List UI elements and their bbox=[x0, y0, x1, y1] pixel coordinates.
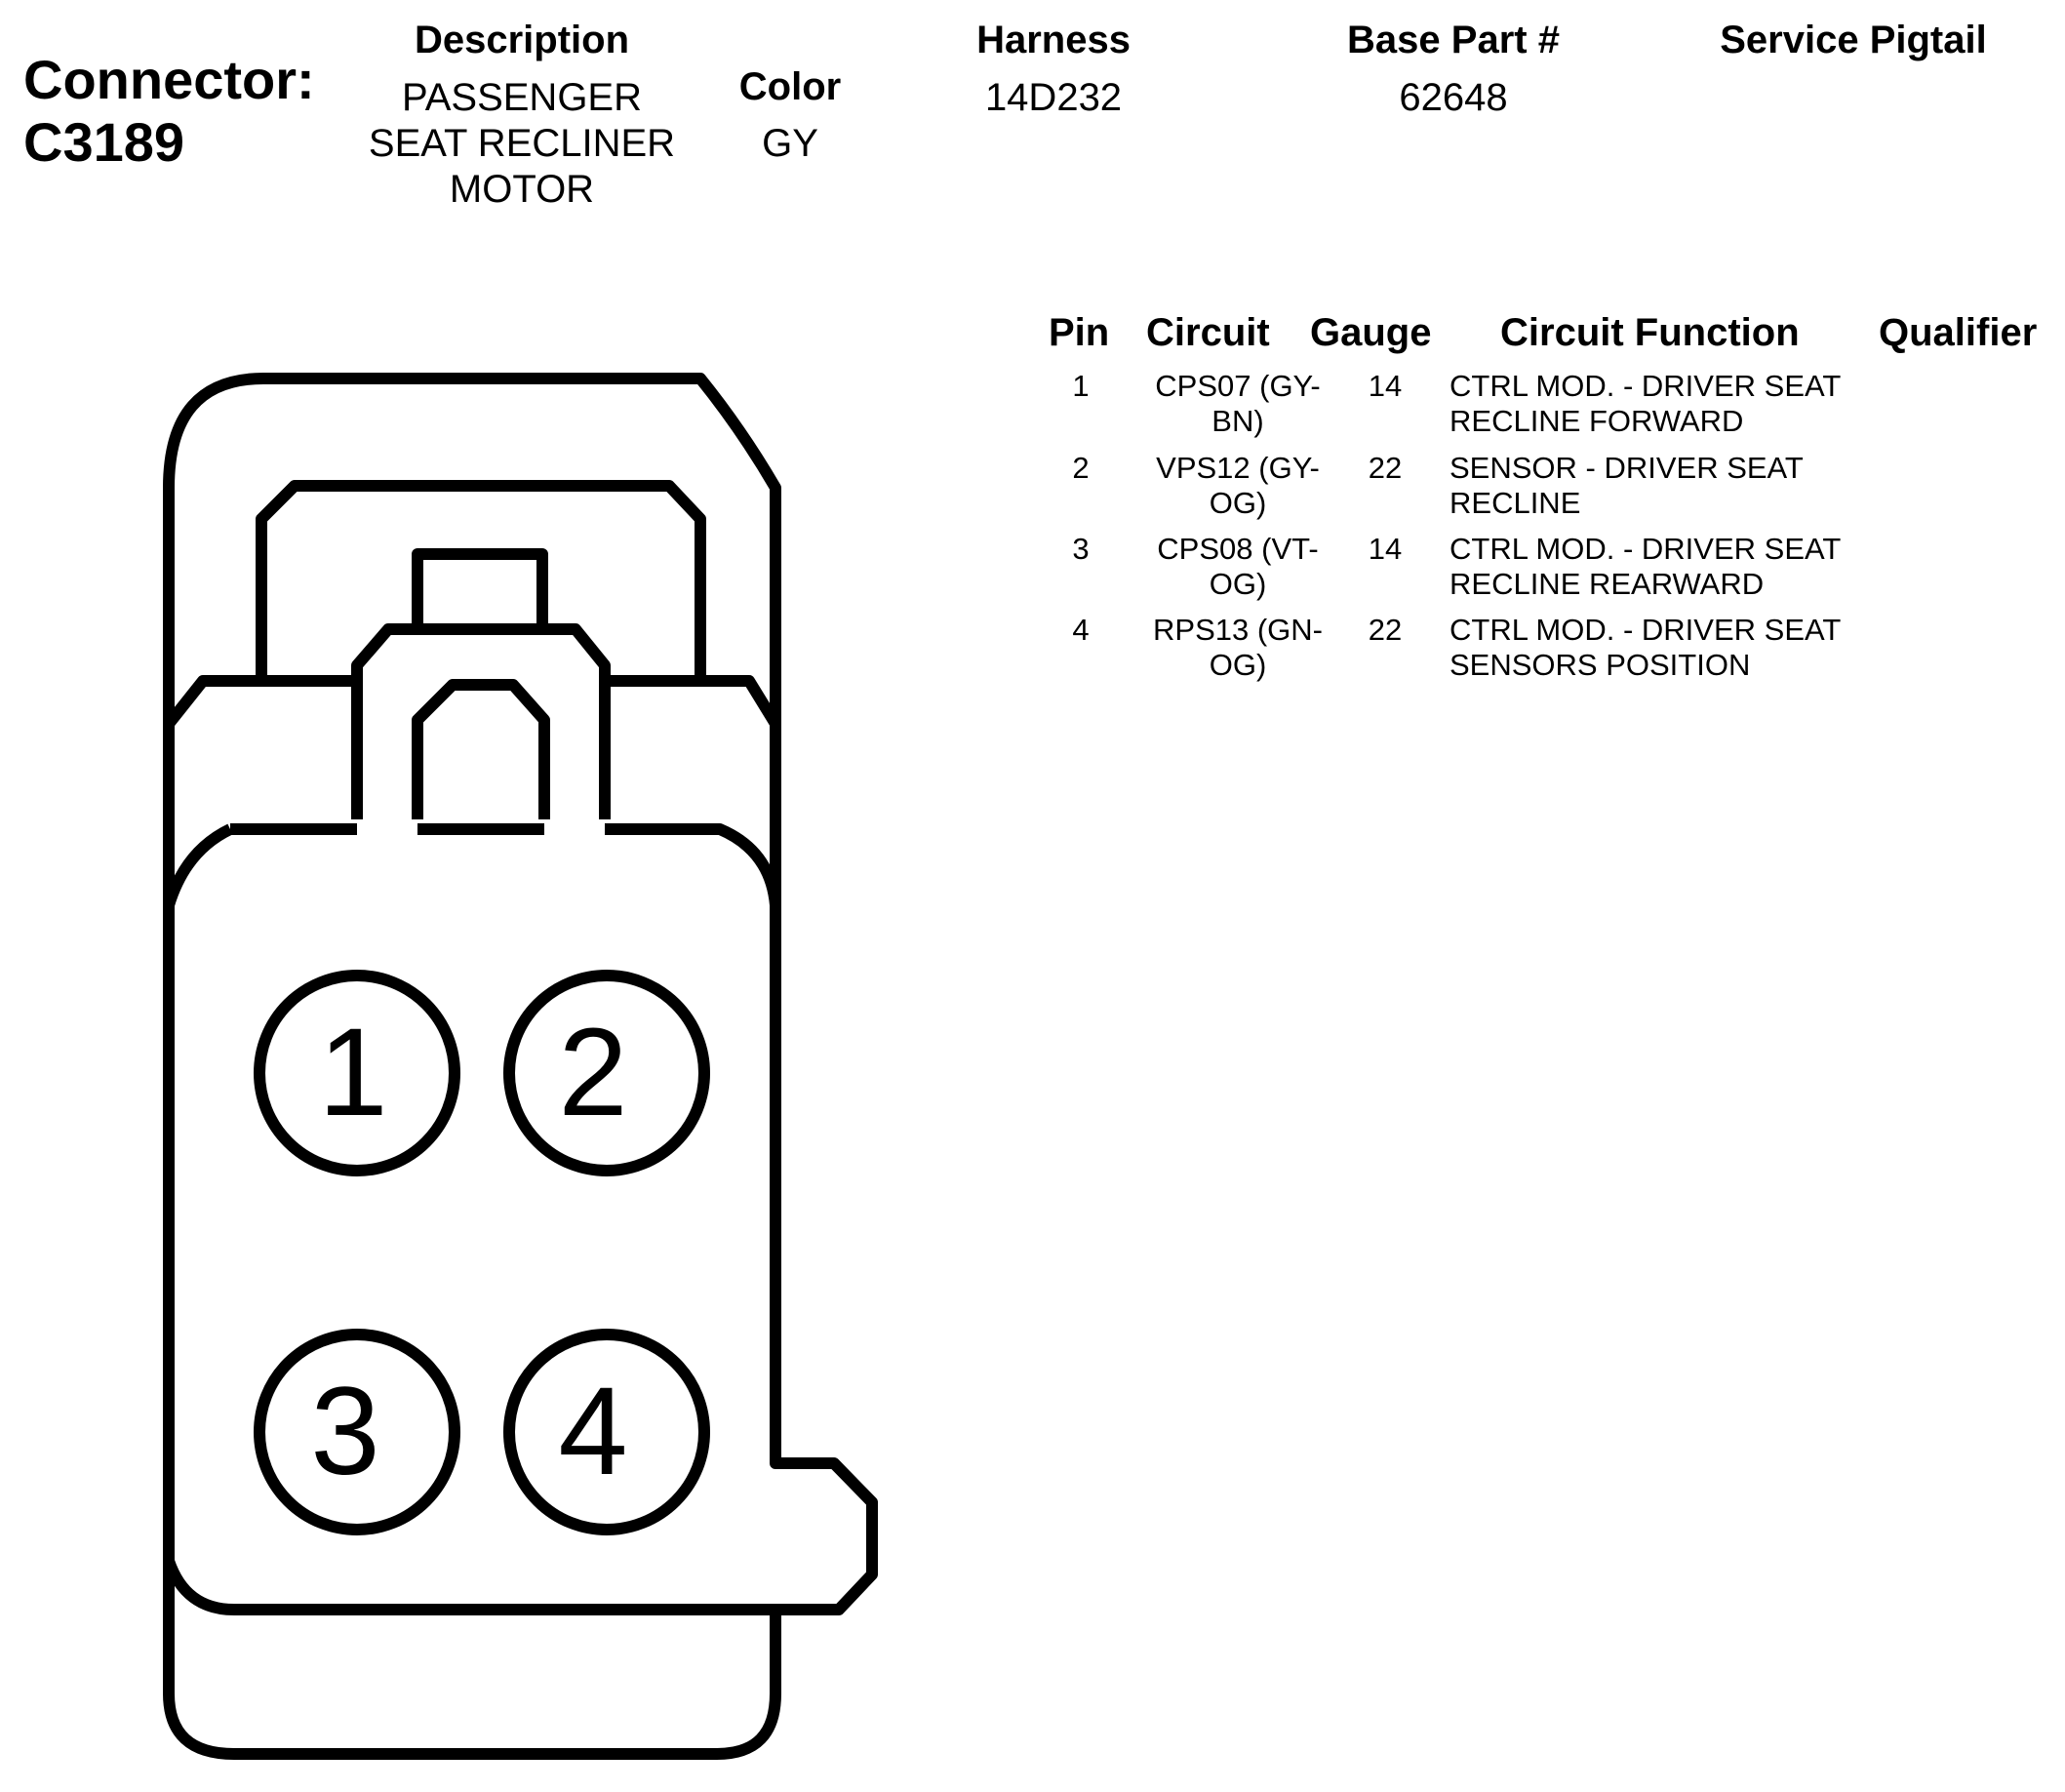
table-header-gauge: Gauge bbox=[1310, 311, 1432, 354]
connector-label: Connector: bbox=[23, 49, 315, 110]
circuit-line: CPS08 (VT- bbox=[1157, 532, 1319, 566]
base-part-value: 62648 bbox=[1399, 76, 1508, 119]
harness-header: Harness bbox=[976, 19, 1131, 61]
pin-1-cavity bbox=[254, 970, 460, 1176]
pin-cell: 2 bbox=[1072, 451, 1090, 485]
function-line: CTRL MOD. - DRIVER SEAT bbox=[1449, 532, 1842, 566]
circuit-cell: CPS08 (VT- OG) bbox=[1118, 532, 1358, 602]
function-line: RECLINE REARWARD bbox=[1449, 567, 1765, 601]
description-value: PASSENGER SEAT RECLINER MOTOR bbox=[327, 75, 717, 213]
circuit-line: BN) bbox=[1211, 404, 1264, 438]
latch-tab-outer bbox=[351, 623, 611, 819]
pin-cell: 3 bbox=[1072, 532, 1090, 566]
connector-housing-outline bbox=[163, 373, 878, 1760]
table-header-qualifier: Qualifier bbox=[1879, 311, 2038, 354]
gauge-cell: 14 bbox=[1368, 532, 1403, 566]
base-part-header: Base Part # bbox=[1347, 19, 1560, 61]
pin-cell: 4 bbox=[1072, 613, 1090, 647]
table-header-pin: Pin bbox=[1049, 311, 1110, 354]
description-line: SEAT RECLINER bbox=[368, 122, 676, 165]
function-line: SENSOR - DRIVER SEAT bbox=[1449, 451, 1804, 485]
right-shoulder bbox=[605, 675, 781, 728]
latch-tab-inner bbox=[412, 679, 550, 819]
table-header-circuit: Circuit bbox=[1146, 311, 1270, 354]
description-header: Description bbox=[414, 19, 630, 61]
harness-value: 14D232 bbox=[984, 76, 1123, 119]
gauge-cell: 14 bbox=[1368, 369, 1403, 403]
circuit-line: OG) bbox=[1209, 648, 1267, 682]
function-cell: CTRL MOD. - DRIVER SEAT RECLINE FORWARD bbox=[1449, 369, 1869, 439]
circuit-line: OG) bbox=[1209, 567, 1267, 601]
function-cell: CTRL MOD. - DRIVER SEAT SENSORS POSITION bbox=[1449, 613, 1869, 683]
circuit-line: CPS07 (GY- bbox=[1155, 369, 1321, 403]
circuit-line: RPS13 (GN- bbox=[1153, 613, 1323, 647]
circuit-line: VPS12 (GY- bbox=[1156, 451, 1320, 485]
function-line: RECLINE FORWARD bbox=[1449, 404, 1744, 438]
pin-3-cavity bbox=[254, 1329, 460, 1535]
service-pigtail-header: Service Pigtail bbox=[1720, 19, 1987, 61]
pin-2-label: 2 bbox=[558, 1003, 627, 1142]
pin-4-cavity bbox=[503, 1329, 710, 1535]
pin-block-outline bbox=[163, 823, 839, 1615]
gauge-cell: 22 bbox=[1368, 451, 1403, 485]
circuit-cell: CPS07 (GY- BN) bbox=[1118, 369, 1358, 439]
pin-cell: 1 bbox=[1072, 369, 1090, 403]
color-value: GY bbox=[762, 122, 818, 165]
connector-id: C3189 bbox=[23, 111, 185, 173]
pin-1-label: 1 bbox=[318, 1003, 387, 1142]
function-line: SENSORS POSITION bbox=[1449, 648, 1751, 682]
pin-2-cavity bbox=[503, 970, 710, 1176]
left-shoulder bbox=[164, 675, 363, 819]
description-line: PASSENGER bbox=[402, 76, 642, 119]
table-header-function: Circuit Function bbox=[1500, 311, 1800, 354]
pin-4-label: 4 bbox=[558, 1362, 627, 1501]
color-header: Color bbox=[738, 65, 842, 108]
circuit-line: OG) bbox=[1209, 486, 1267, 520]
connector-title: Connector: C3189 bbox=[23, 49, 315, 174]
function-line: RECLINE bbox=[1449, 486, 1581, 520]
function-cell: SENSOR - DRIVER SEAT RECLINE bbox=[1449, 451, 1869, 521]
latch-tab-top bbox=[412, 548, 548, 635]
description-line: MOTOR bbox=[449, 168, 595, 211]
function-cell: CTRL MOD. - DRIVER SEAT RECLINE REARWARD bbox=[1449, 532, 1869, 602]
pin-3-label: 3 bbox=[310, 1362, 379, 1501]
gauge-cell: 22 bbox=[1368, 613, 1403, 647]
latch-frame bbox=[256, 480, 706, 681]
connector-face-diagram: 1 2 3 4 bbox=[163, 373, 878, 1760]
circuit-cell: VPS12 (GY- OG) bbox=[1118, 451, 1358, 521]
function-line: CTRL MOD. - DRIVER SEAT bbox=[1449, 369, 1842, 403]
function-line: CTRL MOD. - DRIVER SEAT bbox=[1449, 613, 1842, 647]
circuit-cell: RPS13 (GN- OG) bbox=[1118, 613, 1358, 683]
